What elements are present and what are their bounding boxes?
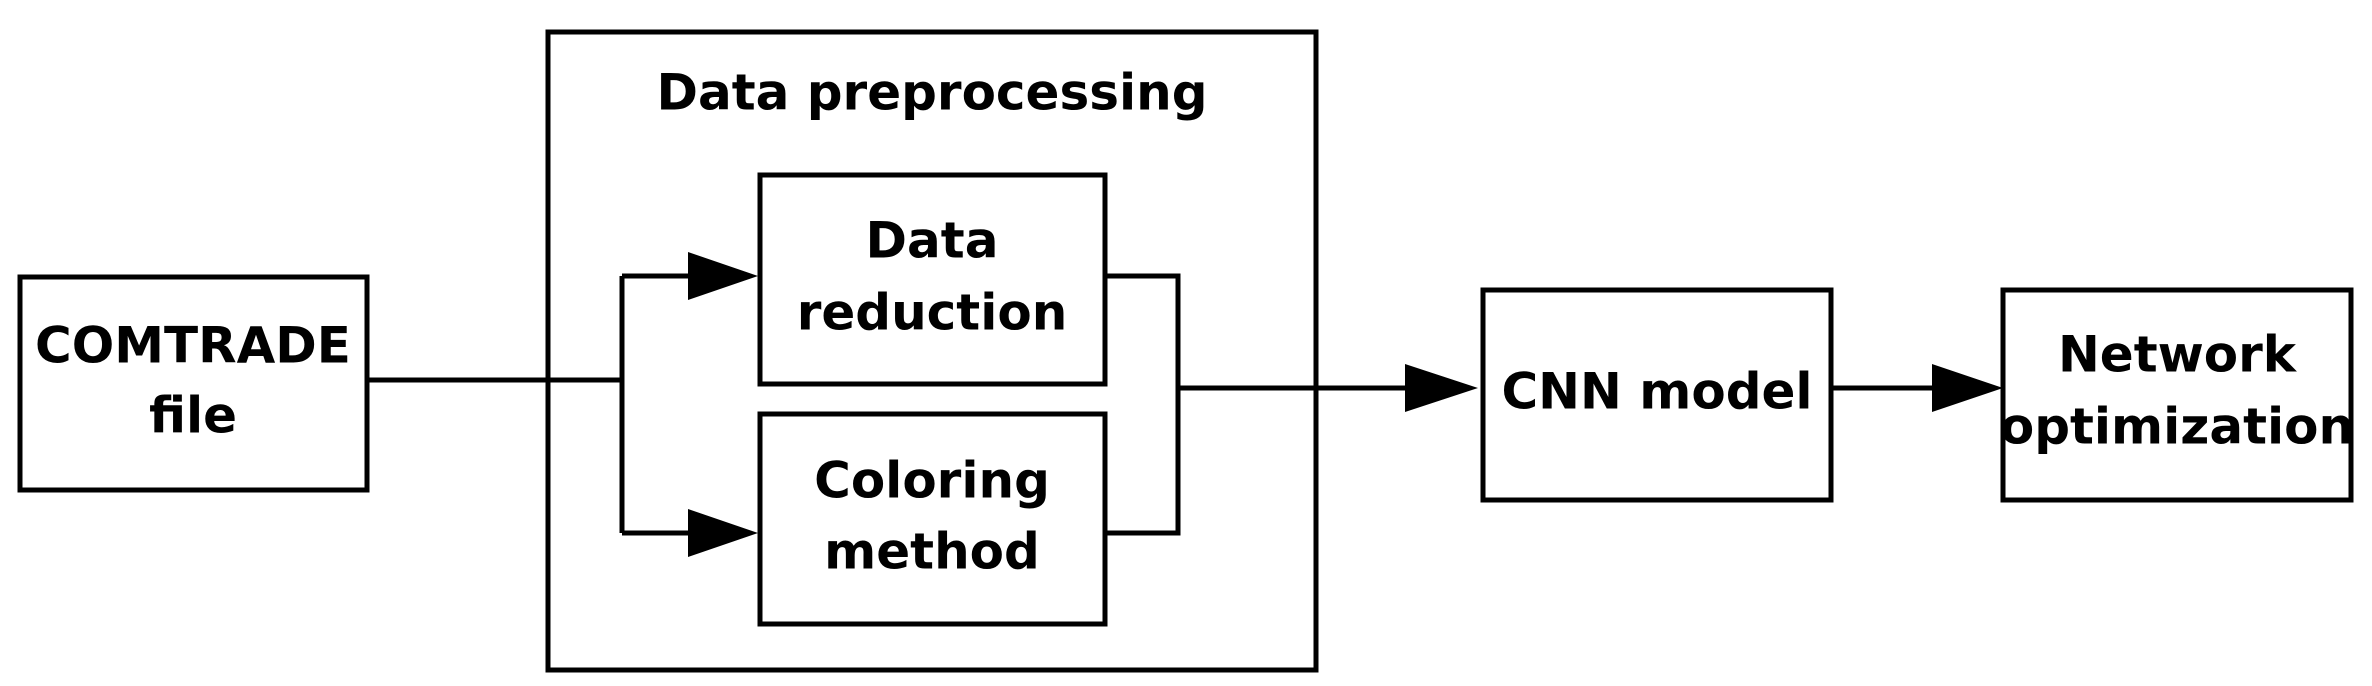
network-optimization-label-line2: optimization [2000, 398, 2354, 456]
data-reduction-label-line2: reduction [797, 284, 1068, 342]
comtrade-file-label-line2: file [149, 387, 237, 445]
cnn-model-label: CNN model [1501, 363, 1812, 421]
connector-reduction-to-merge [1105, 273, 1181, 536]
arrowhead-to-cnn [1405, 364, 1478, 412]
comtrade-file-box [17, 274, 370, 493]
data-preprocessing-title: Data preprocessing [656, 64, 1207, 122]
arrowhead-to-coloring [688, 509, 758, 557]
coloring-method-label-line2: method [824, 523, 1040, 581]
data-reduction-label-line1: Data [866, 212, 999, 270]
network-optimization-box [2000, 287, 2354, 503]
network-optimization-label-line1: Network [2058, 326, 2298, 384]
arrowhead-to-optimization [1932, 364, 2003, 412]
coloring-method-box [757, 411, 1108, 627]
cnn-model-box [1480, 287, 1834, 503]
data-reduction-box [757, 172, 1108, 387]
comtrade-file-label-line1: COMTRADE [35, 317, 351, 375]
coloring-method-label-line1: Coloring [814, 452, 1050, 510]
arrowhead-to-reduction [688, 252, 758, 300]
